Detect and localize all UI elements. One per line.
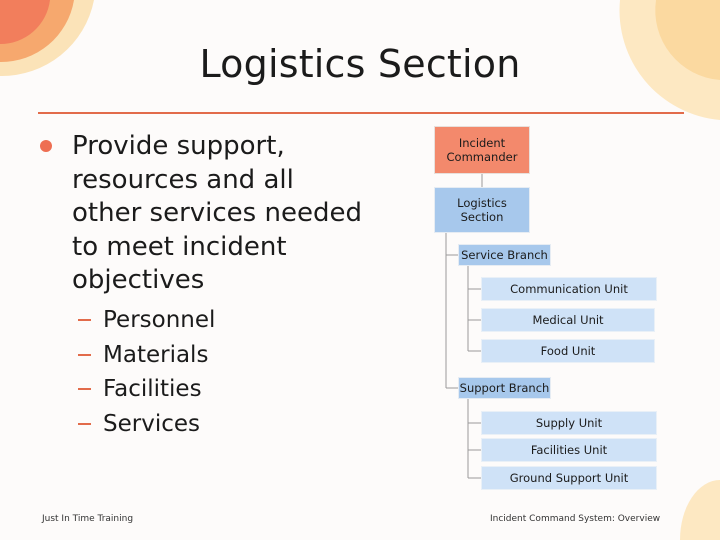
sub-bullet-text: Personnel xyxy=(103,307,216,334)
communication-unit-box: Communication Unit xyxy=(481,277,657,301)
sub-bullet-item: Personnel xyxy=(78,303,215,338)
sub-bullet-item: Facilities xyxy=(78,372,215,407)
footer-right-text: Incident Command System: Overview xyxy=(490,514,661,524)
supply-unit-box: Supply Unit xyxy=(481,411,657,435)
medical-unit-box: Medical Unit xyxy=(481,308,655,332)
logistics-section-box: Logistics Section xyxy=(434,187,530,233)
support-branch-box: Support Branch xyxy=(458,377,551,399)
incident-commander-box: Incident Commander xyxy=(434,126,530,174)
dash-marker xyxy=(78,353,91,356)
service-branch-box: Service Branch xyxy=(458,244,551,266)
sub-bullet-item: Services xyxy=(78,407,215,442)
facilities-unit-box: Facilities Unit xyxy=(481,438,657,462)
footer-left-text: Just In Time Training xyxy=(42,514,134,524)
slide-title: Logistics Section xyxy=(199,42,521,86)
dash-marker xyxy=(78,319,91,322)
main-bullet-text: Provide support, resources and all other… xyxy=(72,131,362,295)
dash-marker xyxy=(78,388,91,391)
dash-marker xyxy=(78,422,91,425)
sub-bullet-text: Services xyxy=(103,410,200,437)
food-unit-box: Food Unit xyxy=(481,339,655,363)
bullet-dot xyxy=(40,140,52,152)
ground-support-unit-box: Ground Support Unit xyxy=(481,466,657,490)
sub-bullet-text: Materials xyxy=(103,341,209,368)
sub-bullet-list: Personnel Materials Facilities Services xyxy=(78,303,215,441)
sub-bullet-text: Facilities xyxy=(103,376,202,403)
sub-bullet-item: Materials xyxy=(78,338,215,373)
title-divider xyxy=(38,112,684,114)
